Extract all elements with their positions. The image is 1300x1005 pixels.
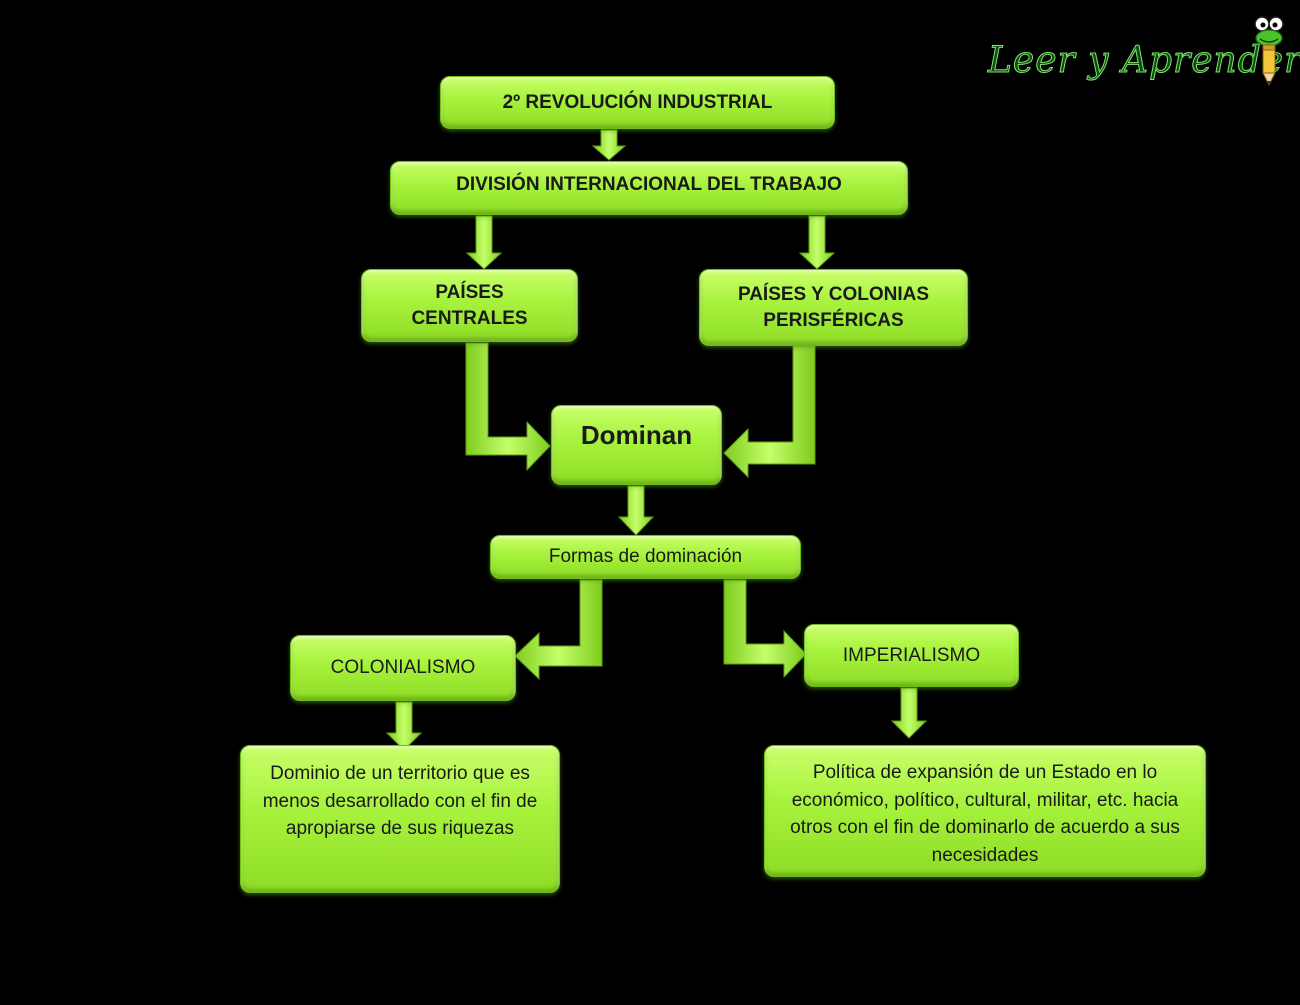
node-imperialismo: IMPERIALISMO: [804, 624, 1019, 687]
node-perifericas-line2: PERISFÉRICAS: [763, 309, 904, 331]
pencil-frog-icon: [1254, 16, 1284, 87]
node-colonialismo: COLONIALISMO: [290, 635, 516, 701]
node-formas-dominacion: Formas de dominación: [490, 535, 801, 579]
node-perifericas-line1: PAÍSES Y COLONIAS: [737, 284, 930, 306]
arrow-revolucion-division: [591, 129, 627, 161]
node-centrales-line2: CENTRALES: [411, 307, 528, 329]
node-formas-label: Formas de dominación: [548, 546, 743, 568]
node-paises-perifericas: PAÍSES Y COLONIAS PERISFÉRICAS: [699, 269, 968, 346]
node-division-internacional: DIVISIÓN INTERNACIONAL DEL TRABAJO: [390, 161, 908, 215]
node-imperialismo-descripcion: Política de expansión de un Estado en lo…: [764, 745, 1206, 877]
node-colonialismo-label: COLONIALISMO: [330, 657, 476, 679]
arrow-imperialismo-desc: [890, 687, 928, 739]
node-revolucion-label: 2º REVOLUCIÓN INDUSTRIAL: [502, 91, 773, 113]
arrow-division-perifericas: [798, 215, 836, 270]
arrow-colonialismo-desc: [385, 701, 423, 751]
node-revolucion-industrial: 2º REVOLUCIÓN INDUSTRIAL: [440, 76, 835, 129]
node-dominan-label: Dominan: [580, 420, 693, 450]
node-division-label: DIVISIÓN INTERNACIONAL DEL TRABAJO: [456, 174, 842, 195]
node-centrales-line1: PAÍSES: [435, 282, 504, 304]
arrow-centrales-dominan: [465, 342, 551, 472]
arrow-formas-colonialismo: [514, 579, 603, 681]
logo-text: Leer y Aprender: [987, 40, 1300, 82]
node-imperialismo-label: IMPERIALISMO: [842, 645, 981, 666]
arrow-perifericas-dominan: [723, 345, 816, 479]
arrow-division-centrales: [465, 215, 503, 270]
node-paises-centrales: PAÍSES CENTRALES: [361, 269, 578, 342]
arrow-formas-imperialismo: [723, 579, 807, 679]
node-dominan: Dominan: [551, 405, 722, 485]
arrow-dominan-formas: [617, 485, 655, 536]
colonialismo-desc-text: Dominio de un territorio que es menos de…: [262, 763, 538, 840]
node-colonialismo-descripcion: Dominio de un territorio que es menos de…: [240, 745, 560, 893]
imperialismo-desc-text: Política de expansión de un Estado en lo…: [790, 762, 1180, 866]
